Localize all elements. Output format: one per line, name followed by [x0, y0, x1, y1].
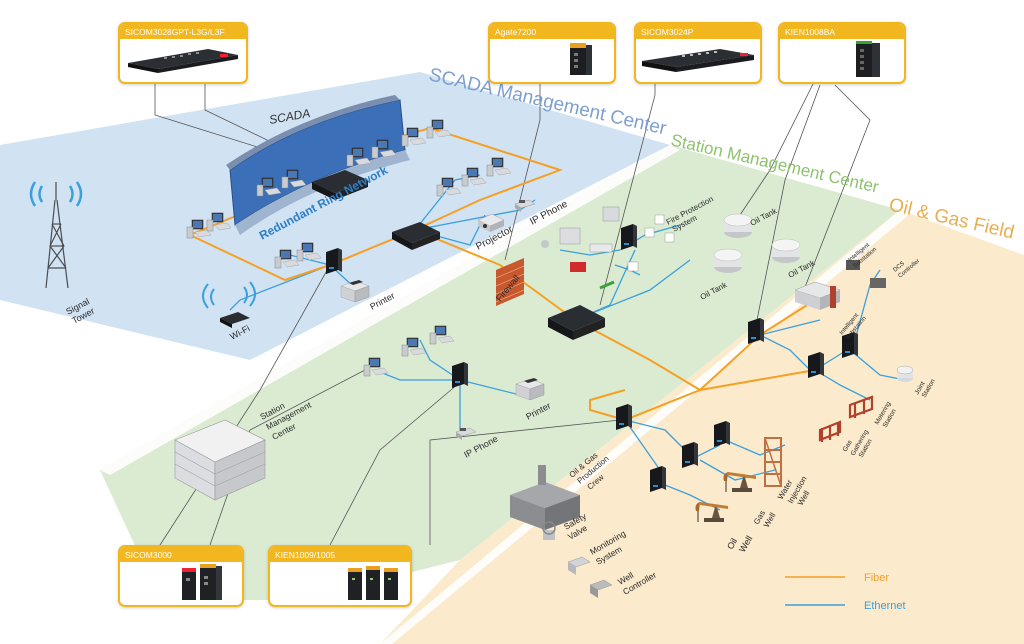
product-card-sicom3028: SICOM3028GPT-L3G/L3F — [118, 22, 248, 84]
product-title: Agate7200 — [490, 24, 614, 39]
product-title: KIEN1009/1005 — [270, 547, 410, 562]
scada-zone — [0, 72, 670, 360]
signal-tower-icon — [29, 181, 83, 289]
oil-tank-icon — [771, 238, 801, 264]
switch-icon — [120, 562, 242, 602]
router-icon — [312, 170, 605, 340]
legend-fiber: Fiber — [864, 572, 889, 584]
fire-protection-icon — [541, 206, 675, 290]
production-crew-icon — [510, 465, 580, 530]
switch-icon — [120, 39, 246, 79]
product-title: KIEN1008BA — [780, 24, 904, 39]
product-card-kien1008ba: KIEN1008BA — [778, 22, 906, 84]
legend-ethernet: Ethernet — [864, 600, 906, 612]
product-card-sicom3000: SICOM3000 — [118, 545, 244, 607]
switch-icon — [490, 39, 614, 79]
product-title: SICOM3000 — [120, 547, 242, 562]
water-injection-well-icon — [764, 437, 782, 487]
switch-icon — [780, 39, 904, 79]
oil-well-label-1: Oil — [725, 536, 739, 551]
product-title: SICOM3024P — [636, 24, 760, 39]
substation-icon — [794, 260, 886, 310]
field-zone — [380, 210, 1024, 644]
monitoring-system-icon — [567, 556, 591, 575]
firewall-icon — [495, 258, 525, 306]
joint-station-icon — [896, 365, 914, 382]
well-controller-icon — [589, 579, 613, 598]
product-card-kien1009: KIEN1009/1005 — [268, 545, 412, 607]
safety-valve-icon — [542, 521, 556, 540]
station-zone — [100, 145, 900, 600]
switch-icon — [636, 39, 760, 79]
legend: Fiber Ethernet — [785, 572, 906, 612]
callout-lines — [154, 79, 871, 546]
product-title: SICOM3028GPT-L3G/L3F — [120, 24, 246, 39]
oil-tank-icon — [713, 248, 743, 274]
product-card-sicom3024p: SICOM3024P — [634, 22, 762, 84]
gas-gathering-icon — [818, 395, 874, 442]
switch-icon — [270, 562, 410, 602]
building-icon — [174, 419, 266, 501]
wifi-icon — [202, 281, 256, 328]
projector-icon — [477, 213, 505, 232]
oil-tank-icon — [723, 213, 753, 239]
product-card-agate7200: Agate7200 — [488, 22, 616, 84]
